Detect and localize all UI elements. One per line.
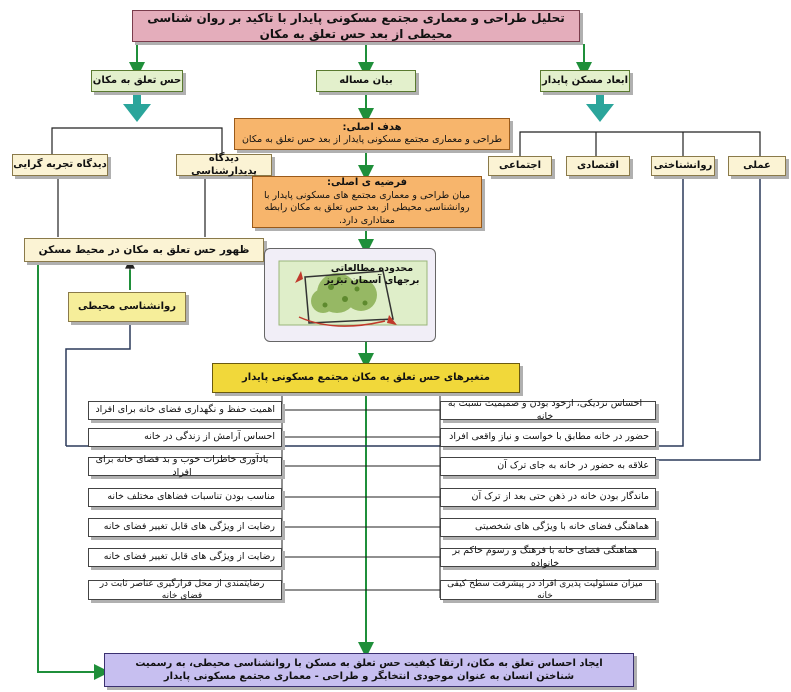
left-item-3-label: یادآوری خاطرات خوب و بد فضای خانه برای ا… [95, 453, 269, 478]
view-experiential: دیدگاه تجربه گرایی [12, 154, 108, 176]
view-phenomenological: دیدگاه پدیدارشناسی [176, 152, 272, 178]
left-item-6-label: رضایت از ویژگی های قابل تغییر فضای خانه [103, 551, 275, 563]
branch-problem-statement: بیان مساله [316, 70, 416, 92]
env-psychology-label: روانشناسی محیطی [78, 301, 176, 313]
main-goal-box: هدف اصلی: طراحی و معماری مجتمع مسکونی پا… [234, 118, 510, 150]
left-item-5: رضایت از ویژگی های قابل تغییر فضای خانه [88, 518, 282, 537]
main-goal-text: طراحی و معماری مجتمع مسکونی پایدار از بع… [241, 134, 503, 146]
right-item-3-label: علاقه به حضور در خانه به جای ترک آن [497, 460, 649, 472]
title-branch-lines [129, 44, 592, 78]
right-item-4: ماندگار بودن خانه در ذهن حتی بعد از ترک … [440, 488, 656, 507]
right-item-2: حضور در خانه مطابق با خواست و نیاز واقعی… [440, 428, 656, 447]
right-item-6-label: هماهنگی فضای خانه با فرهنگ و رسوم حاکم ب… [452, 544, 638, 569]
main-hypothesis-text: میان طراحی و معماری مجتمع های مسکونی پای… [263, 189, 471, 227]
conclusion-text: ایجاد احساس تعلق به مکان، ارتقا کیفیت حس… [135, 657, 603, 683]
branch-place-attachment: حس تعلق به مکان [91, 70, 183, 92]
study-area-label: محدوده مطالعاتی برجهای آسمان تبریز [324, 263, 420, 287]
left-item-1: اهمیت حفظ و نگهداری فضای خانه برای افراد [88, 401, 282, 420]
env-psychology-box: روانشناسی محیطی [68, 292, 186, 322]
left-item-4: مناسب بودن تناسبات فضاهای مختلف خانه [88, 488, 282, 507]
main-hypothesis-heading: فرضیه ی اصلی: [327, 177, 407, 189]
left-item-2-label: احساس آرامش از زندگی در خانه [144, 431, 275, 443]
dimension-practical-label: عملی [743, 160, 771, 172]
left-item-5-label: رضایت از ویژگی های قابل تغییر فضای خانه [103, 521, 275, 533]
right-item-1-label: احساس نزدیکی، ازخود بودن و صمیمیت نسبت ب… [447, 397, 643, 422]
item-connectors [281, 393, 441, 598]
study-area-panel: محدوده مطالعاتی برجهای آسمان تبریز [264, 248, 436, 342]
branch-sustainable-housing: ابعاد مسکن پایدار [540, 70, 630, 92]
branch-sustainable-housing-label: ابعاد مسکن پایدار [541, 75, 629, 87]
left-item-7-label: رضایتمندی از محل قرارگیری عناصر ثابت در … [99, 578, 265, 601]
conclusion-return-line [37, 262, 110, 680]
dimension-economic: اقتصادی [566, 156, 630, 176]
dimension-psychological: روانشناختی [651, 156, 715, 176]
variables-title-label: متغیرهای حس تعلق به مکان مجتمع مسکونی پا… [242, 372, 490, 384]
main-hypothesis-box: فرضیه ی اصلی: میان طراحی و معماری مجتمع … [252, 176, 482, 228]
variables-title-box: متغیرهای حس تعلق به مکان مجتمع مسکونی پا… [212, 363, 520, 393]
diagram-title: تحلیل طراحی و معماری مجتمع مسکونی پایدار… [132, 10, 580, 42]
right-item-2-label: حضور در خانه مطابق با خواست و نیاز واقعی… [449, 431, 649, 443]
study-area-image [278, 260, 428, 327]
right-item-3: علاقه به حضور در خانه به جای ترک آن [440, 457, 656, 476]
branch-frame-lines [51, 127, 761, 157]
left-item-3: یادآوری خاطرات خوب و بد فضای خانه برای ا… [88, 454, 282, 478]
conclusion-box: ایجاد احساس تعلق به مکان، ارتقا کیفیت حس… [104, 653, 634, 687]
diagram-title-text: تحلیل طراحی و معماری مجتمع مسکونی پایدار… [147, 10, 565, 41]
emergence-label: ظهور حس تعلق به مکان در محیط مسکن [38, 243, 250, 256]
left-item-4-label: مناسب بودن تناسبات فضاهای مختلف خانه [107, 491, 275, 503]
dimension-social-label: اجتماعی [498, 160, 542, 172]
view-experiential-label: دیدگاه تجربه گرایی [13, 159, 107, 171]
right-item-5: هماهنگی فضای خانه با ویژگی های شخصیتی [440, 518, 656, 537]
right-item-1: احساس نزدیکی، ازخود بودن و صمیمیت نسبت ب… [440, 398, 656, 422]
left-item-7: رضایتمندی از محل قرارگیری عناصر ثابت در … [88, 578, 282, 601]
right-item-5-label: هماهنگی فضای خانه با ویژگی های شخصیتی [475, 521, 649, 533]
right-item-7-label: میزان مسئولیت پذیری افراد در پیشرفت سطح … [447, 578, 643, 601]
right-item-4-label: ماندگار بودن خانه در ذهن حتی بعد از ترک … [471, 491, 649, 503]
right-item-7: میزان مسئولیت پذیری افراد در پیشرفت سطح … [440, 578, 656, 601]
branch-problem-statement-label: بیان مساله [339, 75, 393, 87]
view-phenomenological-label: دیدگاه پدیدارشناسی [191, 152, 257, 178]
dimension-practical: عملی [728, 156, 786, 176]
dimension-economic-label: اقتصادی [577, 160, 619, 172]
branch-place-attachment-label: حس تعلق به مکان [92, 75, 182, 87]
left-side-lines [57, 176, 206, 283]
right-item-6: هماهنگی فضای خانه با فرهنگ و رسوم حاکم ب… [440, 545, 656, 569]
left-item-2: احساس آرامش از زندگی در خانه [88, 428, 282, 447]
dimension-psychological-label: روانشناختی [653, 160, 713, 172]
dimension-social: اجتماعی [488, 156, 552, 176]
emergence-box: ظهور حس تعلق به مکان در محیط مسکن [24, 238, 264, 262]
left-item-1-label: اهمیت حفظ و نگهداری فضای خانه برای افراد [95, 404, 275, 416]
left-item-6: رضایت از ویژگی های قابل تغییر فضای خانه [88, 548, 282, 567]
teal-arrows [123, 92, 614, 122]
main-goal-heading: هدف اصلی: [342, 121, 402, 133]
